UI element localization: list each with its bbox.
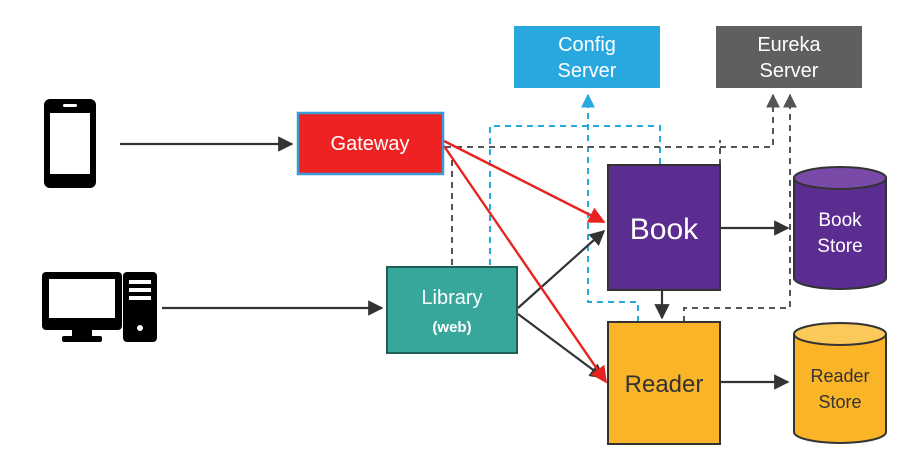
- reader-store-body: [793, 333, 887, 444]
- eureka-server-box: [716, 26, 862, 88]
- solid-connections: [120, 136, 790, 390]
- desktop-computer-icon: [42, 272, 157, 342]
- arrow-gateway-reader: [443, 145, 607, 384]
- book-store-top: [793, 166, 887, 190]
- library-node[interactable]: Library (web): [386, 266, 518, 354]
- gateway-node[interactable]: Gateway: [296, 111, 445, 176]
- discovery-line-gateway: [445, 93, 780, 148]
- discovery-connections: [445, 93, 797, 322]
- book-store-body: [793, 177, 887, 290]
- book-store-label-line2: Store: [817, 236, 862, 257]
- reader-node[interactable]: Reader: [607, 321, 721, 445]
- config-connections: [489, 93, 661, 322]
- config-server-node[interactable]: Config Server: [514, 26, 660, 88]
- book-store-database-icon[interactable]: Book Store: [793, 166, 887, 290]
- reader-store-top: [793, 322, 887, 346]
- library-box: [386, 266, 518, 354]
- config-line-gateway-library: [489, 125, 661, 265]
- config-server-label-line2: Server: [558, 60, 617, 82]
- discovery-line-reader: [683, 93, 797, 322]
- library-label-line1: Library: [421, 287, 482, 309]
- library-label-line2: (web): [432, 319, 471, 336]
- reader-store-database-icon[interactable]: Reader Store: [793, 322, 887, 444]
- eureka-server-label-line2: Server: [760, 60, 819, 82]
- book-label: Book: [630, 213, 699, 246]
- eureka-server-label-line1: Eureka: [757, 34, 821, 56]
- gateway-label: Gateway: [331, 133, 410, 155]
- reader-box: [607, 321, 721, 445]
- reader-store-label-line2: Store: [818, 392, 861, 412]
- book-node[interactable]: Book: [607, 164, 721, 291]
- arrow-library-book: [517, 229, 606, 309]
- config-server-box: [514, 26, 660, 88]
- route-connections: [443, 139, 607, 384]
- book-store-label-line1: Book: [818, 210, 862, 231]
- config-line-book-reader: [581, 93, 639, 322]
- gateway-box: [296, 111, 445, 176]
- arrow-gateway-book: [443, 139, 606, 224]
- book-box: [607, 164, 721, 291]
- smartphone-icon: [44, 99, 96, 188]
- eureka-server-node[interactable]: Eureka Server: [716, 26, 862, 88]
- config-server-label-line1: Config: [558, 34, 616, 56]
- reader-store-label-line1: Reader: [810, 366, 869, 386]
- arrow-library-reader: [517, 313, 606, 379]
- reader-label: Reader: [625, 371, 704, 398]
